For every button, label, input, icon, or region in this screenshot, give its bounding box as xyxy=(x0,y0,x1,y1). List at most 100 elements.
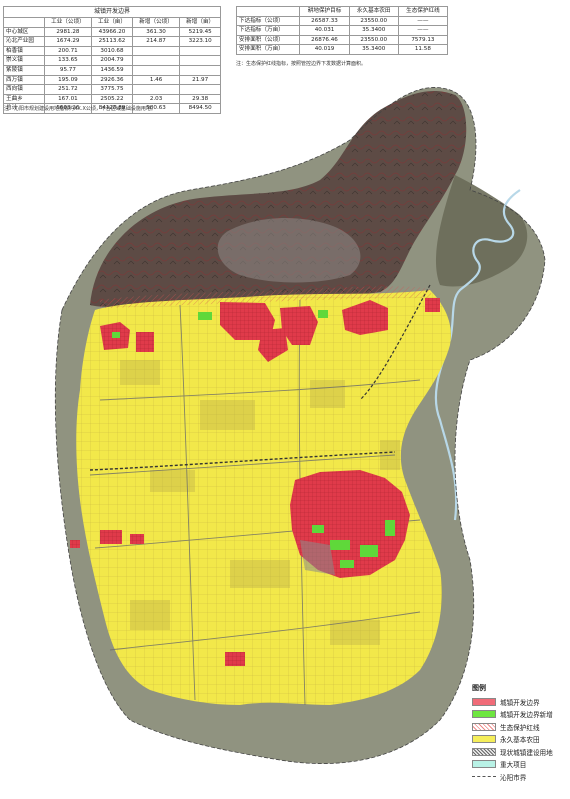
urban-new-north xyxy=(112,310,328,338)
cell: 195.09 xyxy=(43,74,93,86)
row-label: 总计 xyxy=(3,103,45,114)
cell: 2981.28 xyxy=(43,26,93,38)
railway-2 xyxy=(359,284,431,401)
eastern-hills xyxy=(435,175,528,287)
cell: 1436.59 xyxy=(91,64,133,76)
cell: 35.3400 xyxy=(348,25,399,36)
cell: 2505.22 xyxy=(91,93,133,105)
cell xyxy=(179,64,221,76)
legend-item-farmland: 永久基本农田 xyxy=(472,734,568,745)
farmland-swatch xyxy=(472,735,496,743)
row-label: 崇义镇 xyxy=(3,55,45,66)
cell: 26876.46 xyxy=(299,34,350,46)
cell xyxy=(179,45,221,57)
legend-label: 沁阳市界 xyxy=(500,773,527,782)
cell: —— xyxy=(397,15,449,27)
cell: 2926.36 xyxy=(91,74,133,86)
cell: 26587.33 xyxy=(299,15,350,27)
roads xyxy=(89,299,421,706)
right-header-3: 生态保护红线 xyxy=(397,6,449,17)
row-label: 柏香镇 xyxy=(3,45,45,57)
cell: 2004.79 xyxy=(91,55,133,66)
legend-item-city-boundary: 沁阳市界 xyxy=(472,771,568,782)
central-city-existing xyxy=(300,540,335,575)
legend-label: 生态保护红线 xyxy=(500,723,540,732)
legend-label: 永久基本农田 xyxy=(500,736,540,744)
ecological-redline xyxy=(100,286,432,308)
legend-item-urban-new: 城镇开发边界新增 xyxy=(472,709,568,720)
cell: 84128.89 xyxy=(91,103,133,114)
cell xyxy=(131,64,181,76)
cell: 3223.10 xyxy=(179,36,221,47)
central-city-new xyxy=(312,520,395,568)
row-label: 西万镇 xyxy=(3,74,45,86)
cell xyxy=(131,55,181,66)
right-header-2: 永久基本农田 xyxy=(348,6,399,17)
city-boundary-line xyxy=(54,87,546,764)
field-texture xyxy=(120,360,400,645)
cell: 133.65 xyxy=(43,55,93,66)
left-table-note: 注：沁阳市规划建设用地指标约XX.X公顷，不含区域基础设施用地。 xyxy=(4,106,156,112)
legend-label: 现状城镇建设用地 xyxy=(500,748,553,757)
row-label: 王曲乡 xyxy=(3,93,45,105)
row-label: 紫陵镇 xyxy=(3,64,45,76)
cell: 251.72 xyxy=(43,84,93,95)
railway xyxy=(89,451,396,471)
existing-urban-swatch xyxy=(472,747,496,756)
eco-redline-swatch xyxy=(472,722,496,731)
cell xyxy=(179,84,221,95)
right-header-1: 耕地保护目标 xyxy=(299,6,350,17)
cell: 29.38 xyxy=(179,93,221,105)
cell: 1.46 xyxy=(131,74,181,86)
right-table-header-row: 耕地保护目标 永久基本农田 生态保护红线 xyxy=(235,6,449,17)
left-table-title: 城镇开发边界 xyxy=(3,6,221,18)
legend-title: 图例 xyxy=(472,684,486,692)
cell: —— xyxy=(397,25,449,36)
major-project-swatch xyxy=(472,760,496,768)
legend-label: 城镇开发边界 xyxy=(500,698,540,707)
left-header-1: 工业（公顷） xyxy=(43,17,93,28)
urban-boundary-north xyxy=(100,298,440,362)
row-label: 下达指标（万亩） xyxy=(235,25,301,36)
cell: 200.71 xyxy=(43,45,93,57)
cell: 3010.68 xyxy=(91,45,133,57)
row-label: 安排面积（万亩） xyxy=(235,44,301,55)
cell: 21.97 xyxy=(179,74,221,86)
cell: 8494.50 xyxy=(179,103,221,114)
cell: 3775.75 xyxy=(91,84,133,95)
cell: 40.019 xyxy=(299,44,350,55)
legend-item-eco-redline: 生态保护红线 xyxy=(472,721,568,732)
cell: 35.3400 xyxy=(348,44,399,55)
cell: 1674.29 xyxy=(43,36,93,47)
row-label: 沁北产业园 xyxy=(3,36,45,47)
legend-item-urban-boundary: 城镇开发边界 xyxy=(472,696,568,707)
cell xyxy=(179,55,221,66)
cell: 7579.13 xyxy=(397,34,449,46)
city-boundary-swatch xyxy=(472,776,496,777)
right-table-note: 注：生态保护红线指标，按照管控边界下发数据计算面积。 xyxy=(236,61,367,67)
cell: 214.87 xyxy=(131,36,181,47)
northern-mountains xyxy=(90,90,467,307)
cell: 5219.45 xyxy=(179,26,221,38)
urban-boundary-swatch xyxy=(472,697,496,706)
cell: 2.03 xyxy=(131,93,181,105)
legend-item-existing-urban: 现状城镇建设用地 xyxy=(472,746,568,757)
cell: 167.01 xyxy=(43,93,93,105)
legend-item-major-project: 重大项目 xyxy=(472,759,568,770)
left-table-header-row: 工业（公顷） 工业（亩） 新增（公顷） 新增（亩） xyxy=(3,17,221,28)
